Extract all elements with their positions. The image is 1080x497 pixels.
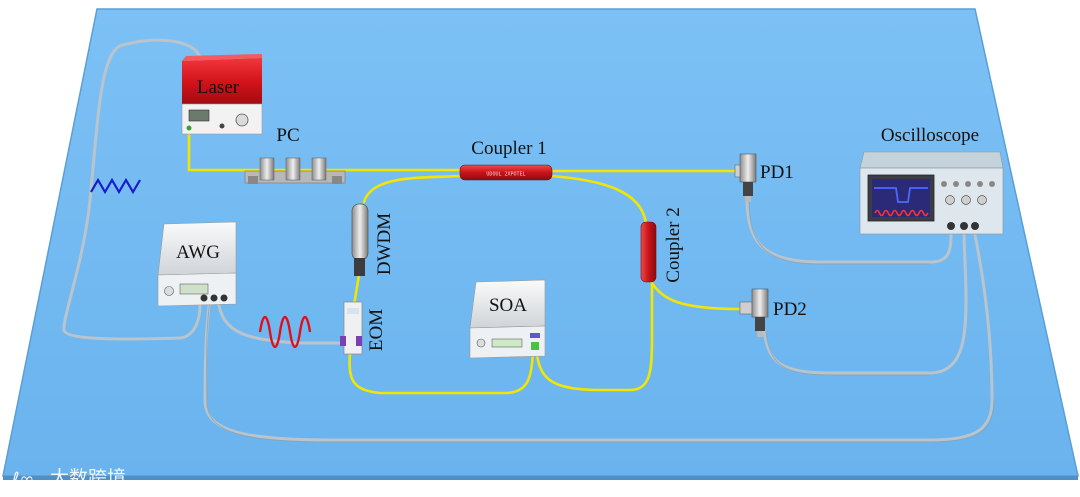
sine-signal-icon [258, 315, 312, 349]
soa-label: SOA [489, 295, 527, 316]
coupler-2-label: Coupler 2 [663, 207, 684, 282]
sawtooth-signal-icon [90, 177, 141, 195]
awg-label: AWG [176, 242, 220, 263]
pc-label: PC [276, 125, 299, 146]
watermark-text: 大数跨境 [50, 467, 126, 489]
pd1-label: PD1 [760, 162, 794, 183]
laser-label: Laser [197, 77, 240, 98]
pd2-label: PD2 [773, 299, 807, 320]
photodetector-1: PD1 [734, 153, 794, 202]
coupler-2: Coupler 2 [640, 207, 684, 283]
oscilloscope-label: Oscilloscope [881, 125, 979, 146]
laser: Laser [181, 54, 263, 135]
photodetector-2: PD2 [739, 288, 807, 337]
polarization-controller: PC [244, 125, 346, 184]
oscilloscope-sine-trace [874, 209, 929, 217]
coupler-1: UDOUL 2XPOTEL Coupler 1 [459, 138, 553, 181]
awg-generator: AWG [157, 221, 237, 307]
eom-modulator: EOM [340, 301, 387, 355]
coupler-1-marking: UDOUL 2XPOTEL [486, 172, 525, 178]
soa-amplifier: SOA [469, 279, 546, 359]
watermark: ℓ∞ 大数跨境 [11, 467, 126, 490]
electrical-cables [62, 38, 994, 442]
dwdm-label: DWDM [374, 213, 395, 275]
oscilloscope-dip-trace [874, 187, 928, 203]
coupler-1-label: Coupler 1 [471, 138, 546, 159]
electrical-cables-shadow [206, 201, 995, 443]
dwdm-filter: DWDM [351, 203, 395, 276]
optical-table-edge [3, 476, 1078, 480]
optical-fibers [187, 131, 742, 395]
eom-label: EOM [366, 309, 387, 351]
watermark-logo-icon: ℓ∞ [11, 469, 34, 490]
oscilloscope: Oscilloscope [859, 125, 1004, 235]
